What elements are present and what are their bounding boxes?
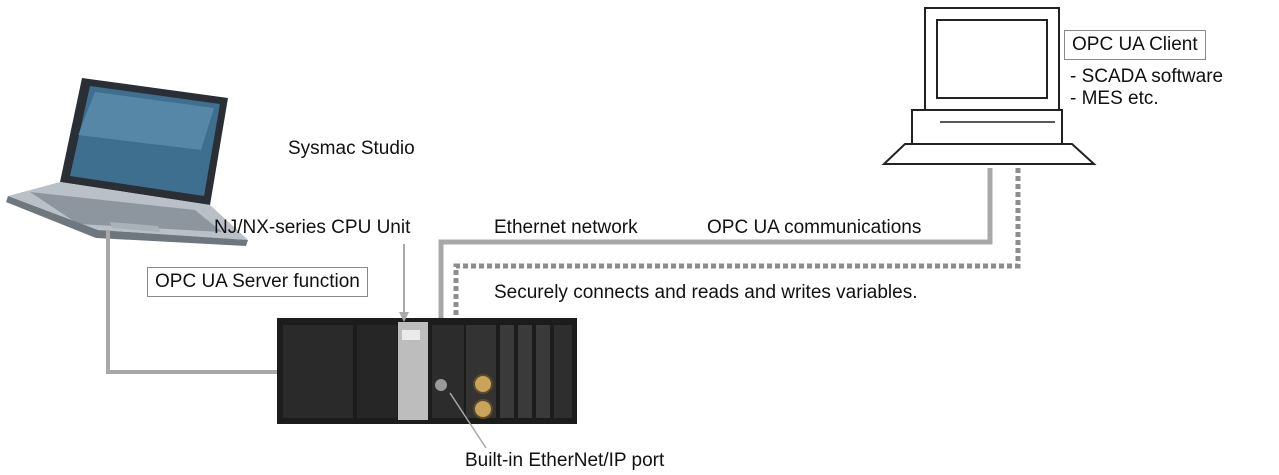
port-pointer — [449, 392, 487, 449]
builtin-port-label: Built-in EtherNet/IP port — [465, 450, 665, 471]
opc-ua-dotted-path — [453, 168, 1021, 350]
client-item-scada: - SCADA software — [1070, 66, 1224, 87]
client-item-mes: - MES etc. — [1070, 88, 1159, 109]
plc-controller-icon — [277, 318, 577, 424]
desktop-computer-icon — [881, 7, 1097, 165]
opc-ua-communications-label: OPC UA communications — [707, 217, 922, 238]
opc-ua-client-box: OPC UA Client — [1064, 30, 1206, 60]
port-connection-dot — [435, 379, 447, 391]
laptop-icon — [6, 78, 248, 246]
opc-ua-server-box: OPC UA Server function — [147, 267, 368, 297]
sysmac-studio-label: Sysmac Studio — [288, 138, 415, 159]
cpu-unit-label: NJ/NX-series CPU Unit — [214, 217, 411, 238]
ethernet-cable — [438, 168, 993, 385]
secure-connect-label: Securely connects and reads and writes v… — [494, 282, 918, 303]
ethernet-network-label: Ethernet network — [494, 217, 638, 238]
